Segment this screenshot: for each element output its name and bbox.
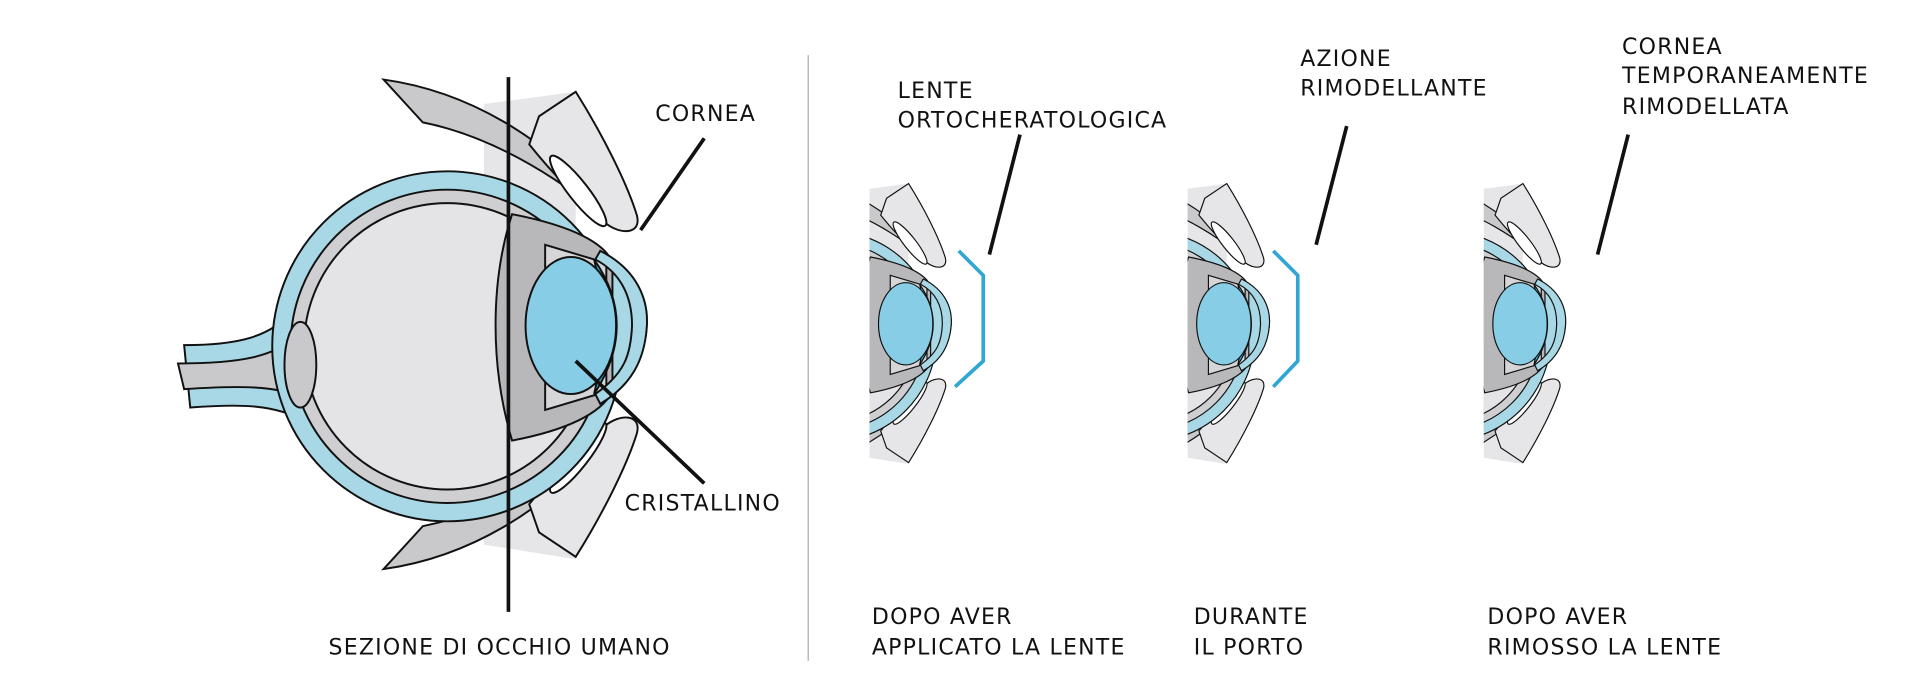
lens-label: CRISTALLINO — [625, 491, 781, 516]
main-caption: SEZIONE DI OCCHIO UMANO — [329, 636, 671, 661]
panel-caption: DOPO AVER — [872, 605, 1013, 630]
panel-during-wear: AZIONE RIMODELLANTE DURANTE IL PORTO — [1187, 47, 1488, 661]
panel-lens-applied: LENTE ORTOCHERATOLOGICA DOPO AVER APPLIC… — [857, 79, 1168, 661]
panel-label: ORTOCHERATOLOGICA — [898, 108, 1168, 133]
panel-label: CORNEA — [1622, 35, 1723, 60]
panel-lens-removed: CORNEA TEMPORANEAMENTE RIMODELLATA DOPO … — [1483, 35, 1869, 661]
panel-caption: RIMOSSO LA LENTE — [1487, 636, 1722, 661]
action-pointer — [1314, 125, 1349, 246]
cornea-pointer — [1595, 134, 1630, 255]
lens-pointer — [987, 134, 1022, 255]
panel-label: LENTE — [898, 79, 974, 104]
panel-label: RIMODELLATA — [1622, 95, 1790, 120]
panel-caption: DOPO AVER — [1487, 605, 1628, 630]
cornea-label: CORNEA — [655, 102, 756, 127]
panel-caption: DURANTE — [1194, 605, 1309, 630]
eye-cross-section: CORNEA CRISTALLINO SEZIONE DI OCCHIO UMA… — [177, 77, 781, 661]
ortho-lens — [1271, 249, 1300, 388]
panel-caption: APPLICATO LA LENTE — [872, 636, 1126, 661]
lens-pointer — [574, 359, 706, 485]
panel-label: RIMODELLANTE — [1300, 76, 1488, 101]
cornea-pointer — [639, 137, 706, 232]
panel-caption: IL PORTO — [1194, 636, 1305, 661]
ortho-lens — [953, 249, 986, 389]
panel-label: AZIONE — [1300, 47, 1392, 72]
panel-label: TEMPORANEAMENTE — [1621, 64, 1869, 89]
